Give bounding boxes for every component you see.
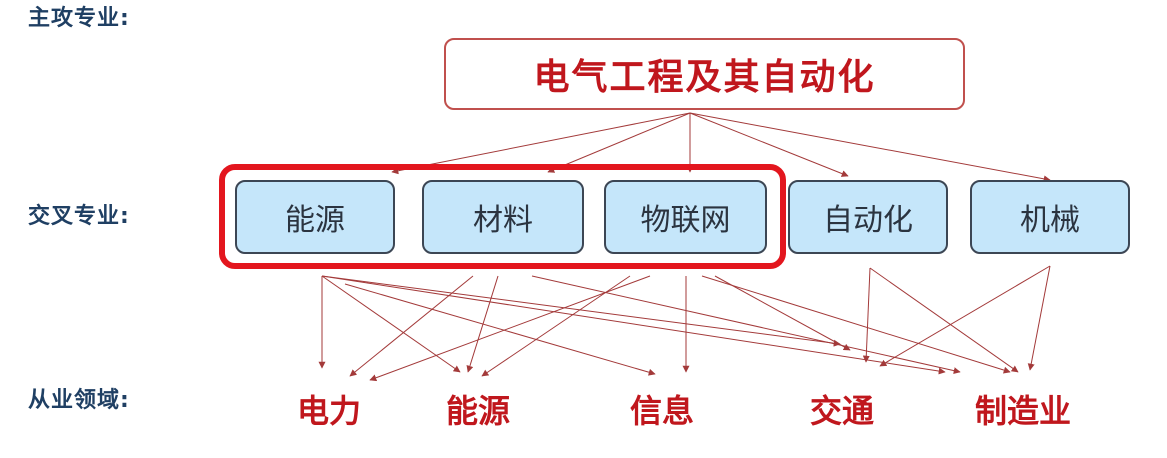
connector-arrow-21: [879, 265, 1051, 367]
row-label-fields: 从业领域:: [28, 388, 130, 413]
connector-arrow-4: [689, 112, 1051, 183]
connector-arrow-12: [531, 275, 961, 375]
cross-major-iot: 物联网: [604, 180, 767, 254]
connector-arrow-13: [481, 275, 631, 377]
row-label-cross-majors: 交叉专业:: [28, 204, 130, 229]
connector-arrow-20: [1027, 265, 1051, 371]
main-major-label: 电气工程及其自动化: [533, 57, 876, 98]
connector-arrow-8: [321, 275, 946, 375]
connector-arrow-16: [701, 275, 1011, 374]
connector-arrow-11: [466, 275, 499, 373]
cross-major-energy: 能源: [235, 180, 395, 254]
connector-arrow-6: [321, 275, 461, 373]
main-major-box: 电气工程及其自动化: [444, 38, 965, 110]
connector-arrow-3: [689, 112, 849, 177]
connector-arrow-10: [349, 275, 474, 377]
field-manufacturing: 制造业: [974, 392, 1072, 430]
connector-arrow-9: [344, 283, 656, 376]
connector-arrow-18: [862, 267, 871, 363]
field-information: 信息: [629, 392, 695, 430]
connector-arrow-0: [391, 112, 691, 175]
cross-major-machinery: 机械: [970, 180, 1130, 254]
highlight-frame: [219, 164, 786, 269]
connector-arrow-7: [321, 275, 841, 347]
field-transportation: 交通: [809, 392, 875, 430]
cross-major-materials: 材料: [422, 180, 584, 254]
connector-arrow-1: [547, 112, 691, 173]
connector-arrow-17: [714, 275, 851, 351]
cross-major-automation: 自动化: [788, 180, 948, 254]
row-label-main-major: 主攻专业:: [28, 6, 130, 31]
field-power: 电力: [296, 392, 362, 430]
connector-arrow-14: [369, 275, 651, 382]
connector-arrow-19: [869, 267, 1019, 373]
field-energy: 能源: [445, 392, 511, 430]
